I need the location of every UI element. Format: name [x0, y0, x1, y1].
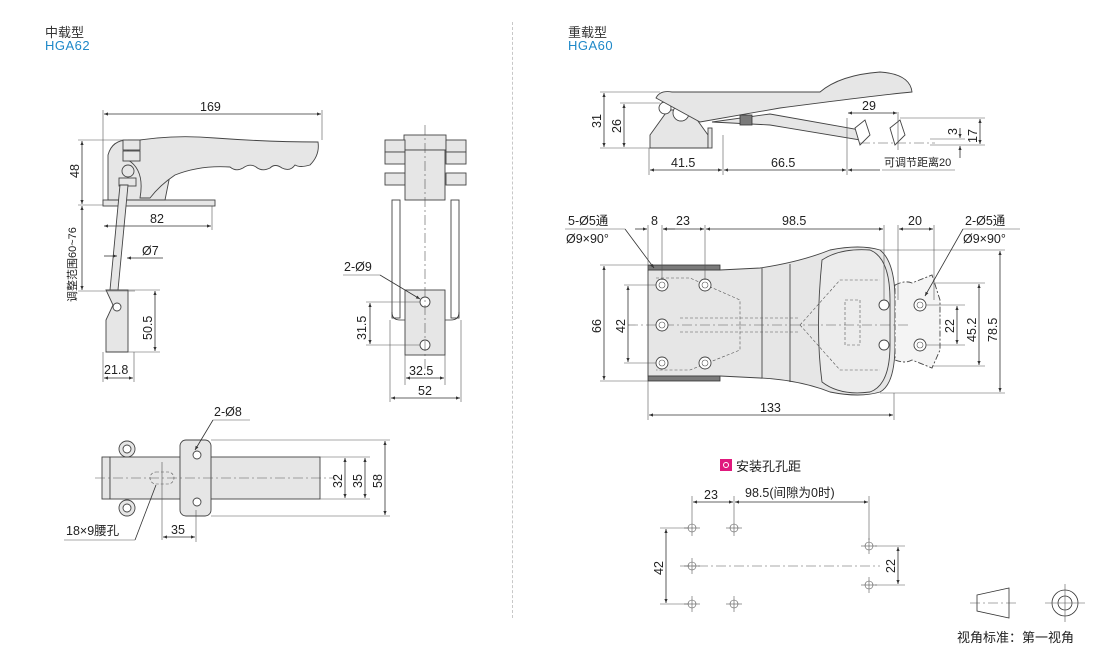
dim-top-width-outer: 58: [371, 474, 385, 488]
dim-overall-width: 78.5: [986, 318, 1000, 342]
dim-end-outer-width: 52: [418, 384, 432, 398]
dim-center-distance: 98.5: [782, 214, 806, 228]
first-angle-projection-icon: [970, 584, 1085, 622]
dim-top-width-mid: 35: [351, 474, 365, 488]
hga62-end-view: 2-Ø9 31.5 32.5 52: [343, 125, 467, 402]
dim-overall-length-top: 133: [760, 401, 781, 415]
dim-top-width-inner: 32: [331, 474, 345, 488]
dim-adjust-range: 调整范围60~76: [65, 227, 79, 302]
dim-side-hook-offset: 3: [946, 128, 960, 135]
dim-hook-holes-2: Ø9×90°: [963, 232, 1006, 246]
mounting-legend-icon: [720, 459, 732, 471]
left-model-number: HGA62: [45, 38, 91, 53]
dim-side-height-base: 26: [610, 119, 624, 133]
dim-end-holes: 2-Ø9: [344, 260, 372, 274]
projection-standard-label: 视角标准：第一视角: [957, 630, 1075, 645]
dim-base-holes-2: Ø9×90°: [566, 232, 609, 246]
left-type-label: 中载型: [45, 25, 85, 40]
section-divider: [512, 22, 513, 618]
dim-hook-holes-1: 2-Ø5通: [965, 214, 1006, 228]
dim-hook-height: 50.5: [141, 316, 155, 340]
dim-edge-offset: 8: [651, 214, 658, 228]
dim-base-holes-1: 5-Ø5通: [568, 214, 609, 228]
dim-rod-diameter: Ø7: [142, 244, 159, 258]
dim-hook-hole-spacing: 22: [943, 319, 957, 333]
dim-side-hook-travel: 29: [862, 99, 876, 113]
dim-adjust-note: 可调节距离20: [884, 155, 951, 169]
dim-side-hook-height: 17: [966, 129, 980, 143]
dim-top-holes: 2-Ø8: [214, 405, 242, 419]
dim-hook-plate-height: 45.2: [965, 318, 979, 342]
dim-hole-pitch: 23: [676, 214, 690, 228]
dim-end-inner-width: 32.5: [409, 364, 433, 378]
dim-mount-distance: 98.5(间隙为0时): [745, 486, 835, 500]
right-type-label: 重载型: [568, 25, 608, 40]
dim-end-hole-spacing: 31.5: [355, 316, 369, 340]
base-holes: [655, 278, 927, 370]
right-model-number: HGA60: [568, 38, 614, 53]
dim-slot: 18×9腰孔: [66, 524, 120, 538]
dim-side-arm-length: 66.5: [771, 156, 795, 170]
dim-side-height-total: 31: [590, 114, 604, 128]
hga60-side-view: 31 26 41.5 66.5 29 可调节距离20 3 17: [590, 71, 985, 175]
dim-base-width: 66: [590, 319, 604, 333]
mounting-legend-title: 安装孔孔距: [736, 459, 802, 474]
dim-base-hole-spacing: 42: [614, 319, 628, 333]
dim-overall-length: 169: [200, 100, 221, 114]
dim-hook-width: 21.8: [104, 363, 128, 377]
dim-side-base-length: 41.5: [671, 156, 695, 170]
dim-hook-offset: 20: [908, 214, 922, 228]
hga60-top-view: 5-Ø5通 Ø9×90° 8 23 98.5 20 2-Ø5通 Ø9×90° 6…: [565, 214, 1020, 420]
mounting-hole-pattern: 23 98.5(间隙为0时) 42 22: [652, 486, 905, 612]
hga62-side-view: 169 48 82 调整范围60~76 Ø7: [65, 100, 323, 382]
dim-base-length: 82: [150, 212, 164, 226]
hga62-top-view: 2-Ø8 18×9腰孔 35 32 35 58: [64, 405, 390, 542]
mount-hole-markers: [684, 520, 877, 612]
dim-mount-hook-spacing: 22: [884, 559, 898, 573]
dim-mount-pitch: 23: [704, 488, 718, 502]
dim-mount-base-spacing: 42: [652, 561, 666, 575]
dim-slot-offset: 35: [171, 523, 185, 537]
dim-height: 48: [68, 164, 82, 178]
